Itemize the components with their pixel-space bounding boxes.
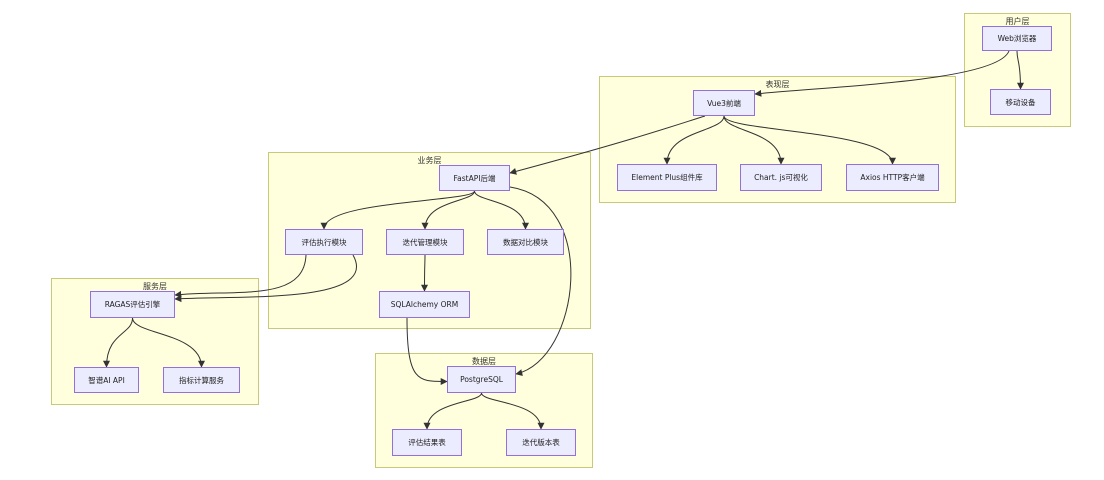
node-postgresql[interactable]: PostgreSQL <box>447 366 516 393</box>
node-web-browser[interactable]: Web浏览器 <box>982 26 1052 51</box>
edge-fastapi-to-iteration-mgmt <box>421 190 475 230</box>
edge-eval-exec-to-ragas <box>174 254 357 303</box>
node-sqlalchemy-orm[interactable]: SQLAlchemy ORM <box>379 291 470 318</box>
edge-postgresql-to-eval-result-table <box>423 392 482 430</box>
edge-eval-exec-to-ragas <box>174 254 307 298</box>
cluster-service-layer-title: 服务层 <box>143 282 167 291</box>
node-iteration-mgmt-module[interactable]: 迭代管理模块 <box>386 229 464 255</box>
node-eval-result-table[interactable]: 评估结果表 <box>392 429 462 456</box>
edge-postgresql-to-iteration-version-table <box>481 392 545 430</box>
cluster-user-layer-title: 用户层 <box>1005 17 1030 26</box>
edge-web-browser-to-vue3-frontend <box>754 50 1010 97</box>
edge-ragas-to-metric-service <box>132 317 205 368</box>
edge-fastapi-to-data-compare <box>474 190 529 230</box>
edge-fastapi-to-postgresql <box>509 186 572 377</box>
node-data-compare-module[interactable]: 数据对比模块 <box>487 229 564 255</box>
node-chartjs[interactable]: Chart. js可视化 <box>740 164 822 191</box>
edge-vue3-frontend-to-element-plus <box>663 115 725 165</box>
node-fastapi-backend[interactable]: FastAPI后端 <box>439 165 510 191</box>
edge-iteration-mgmt-to-sqlalchemy <box>421 254 429 292</box>
node-element-plus[interactable]: Element Plus组件库 <box>617 164 717 191</box>
node-eval-exec-module[interactable]: 评估执行模块 <box>285 229 363 255</box>
node-mobile-device[interactable]: 移动设备 <box>990 89 1051 115</box>
node-metric-service[interactable]: 指标计算服务 <box>163 367 240 393</box>
node-ragas-engine[interactable]: RAGAS评估引擎 <box>90 291 175 318</box>
edge-web-browser-to-mobile-device <box>1016 50 1024 90</box>
edge-vue3-frontend-to-axios <box>723 115 896 165</box>
node-vue3-frontend[interactable]: Vue3前端 <box>693 90 755 116</box>
node-zhipu-ai-api[interactable]: 智谱AI API <box>74 367 139 393</box>
node-iteration-version-table[interactable]: 迭代版本表 <box>506 429 576 456</box>
cluster-data-layer-title: 数据层 <box>472 357 496 366</box>
edge-vue3-frontend-to-fastapi <box>509 115 706 175</box>
edge-vue3-frontend-to-chartjs <box>723 115 785 165</box>
node-axios[interactable]: Axios HTTP客户端 <box>846 164 939 191</box>
edge-sqlalchemy-to-postgresql <box>406 317 448 386</box>
cluster-presentation-layer-title: 表现层 <box>765 80 790 89</box>
cluster-business-layer-title: 业务层 <box>417 156 442 165</box>
edge-fastapi-to-eval-exec <box>320 190 475 230</box>
edge-ragas-to-zhipu-api <box>103 317 133 368</box>
